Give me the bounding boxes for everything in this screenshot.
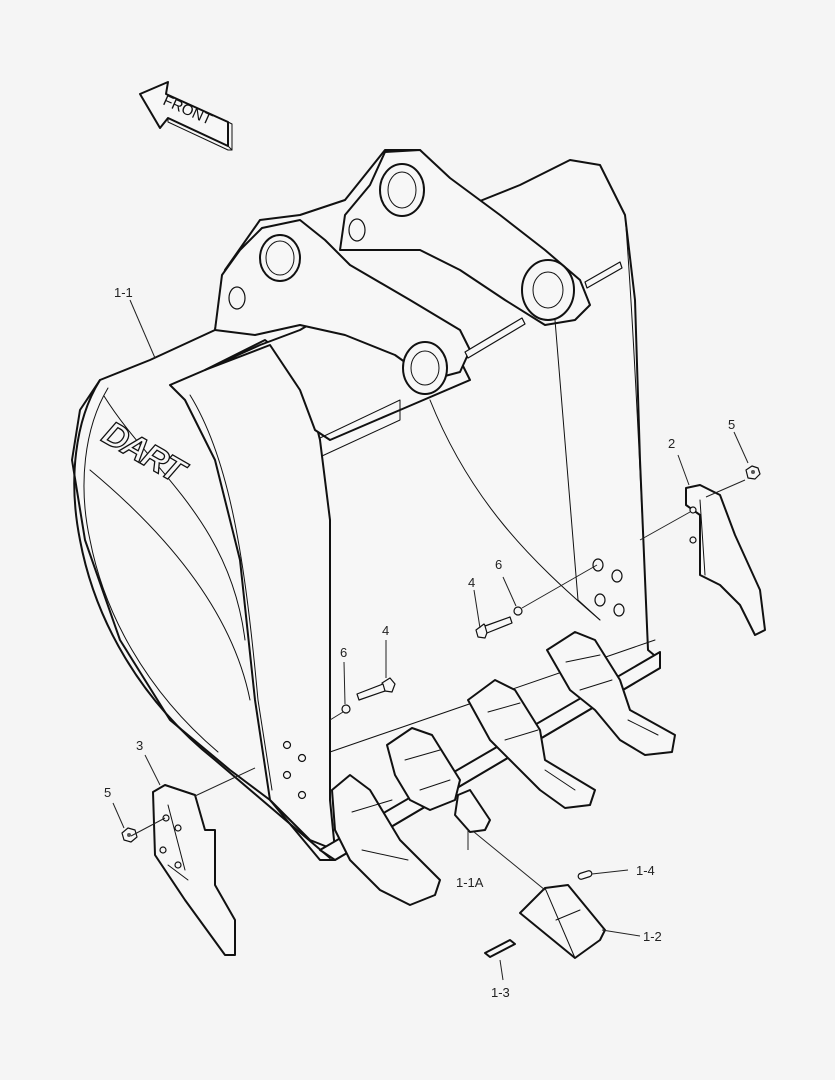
callout-3: 3: [136, 738, 144, 753]
bolt-left: [356, 677, 396, 701]
bolt-holes-left: [282, 740, 307, 800]
callout-6-left: 6: [340, 645, 348, 660]
lock-pin-part: [484, 939, 516, 958]
callout-6-right: 6: [495, 557, 503, 572]
side-cutter-left: [152, 784, 236, 956]
callout-4-right: 4: [468, 575, 476, 590]
callout-2: 2: [668, 436, 676, 451]
callout-1-1a: 1-1A: [456, 875, 484, 890]
callout-1-2: 1-2: [643, 929, 662, 944]
callout-5-left: 5: [104, 785, 112, 800]
tooth-point-part: [519, 884, 606, 959]
leader-lines: [112, 299, 749, 981]
side-cutter-right: [685, 484, 766, 636]
tooth-2-adapter: [386, 727, 491, 833]
bolt-holes-right: [592, 558, 625, 617]
callout-1-4: 1-4: [636, 863, 655, 878]
callout-1-1: 1-1: [114, 285, 133, 300]
callout-1-3: 1-3: [491, 985, 510, 1000]
callout-5-right: 5: [728, 417, 736, 432]
bucket-teeth: [331, 631, 676, 906]
tooth-1: [331, 774, 441, 906]
front-arrow-icon: FRONT: [139, 81, 233, 151]
pin-retainer-part: [577, 870, 593, 880]
nut-right: [745, 465, 761, 480]
tooth-3: [467, 679, 596, 809]
nut-left: [121, 827, 138, 843]
bolt-right: [475, 616, 513, 639]
bucket-body: DART: [71, 149, 661, 861]
tooth-4: [546, 631, 676, 756]
washer-left: [341, 704, 351, 714]
washer-right: [513, 606, 523, 616]
callout-4-left: 4: [382, 623, 390, 638]
